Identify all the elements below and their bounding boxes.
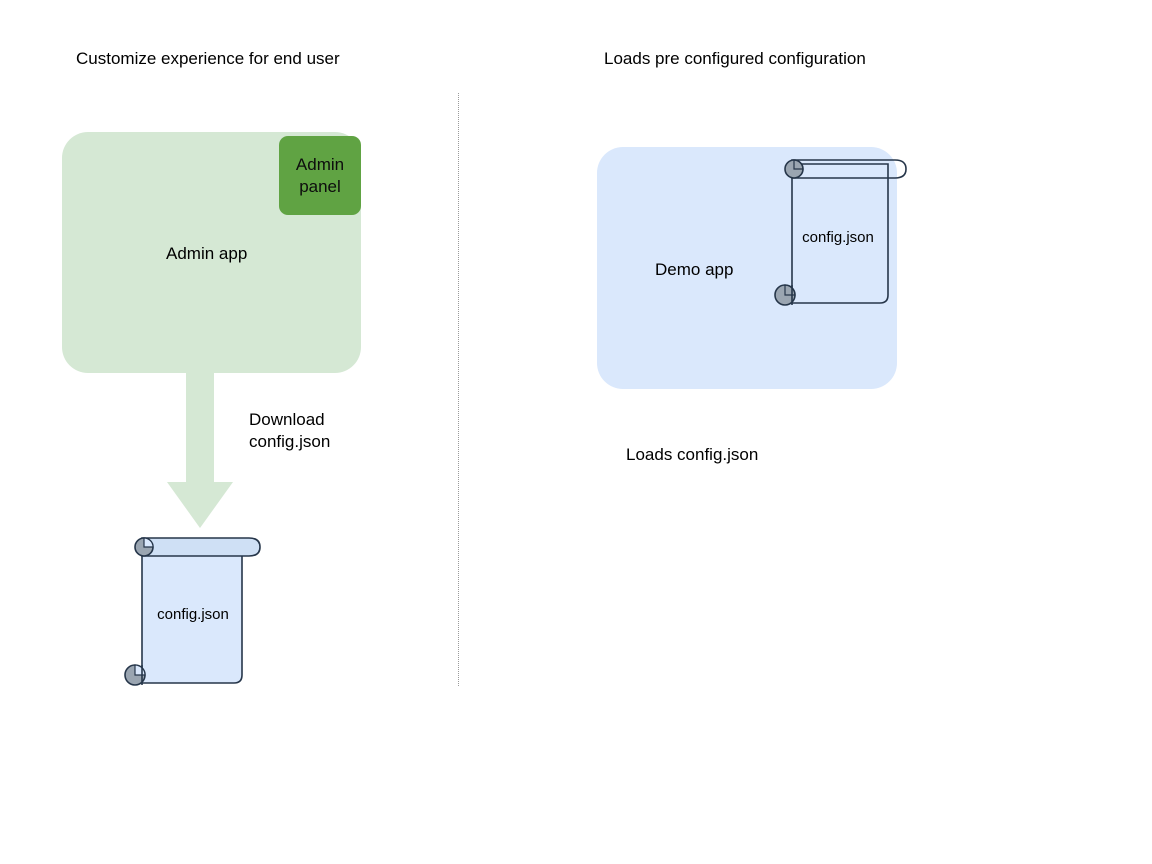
demo-app-container[interactable] bbox=[597, 147, 897, 389]
config-json-label-right: config.json bbox=[802, 229, 874, 246]
loads-config-caption: Loads config.json bbox=[626, 445, 759, 464]
config-json-label-left: config.json bbox=[157, 606, 229, 623]
right-column-title: Loads pre configured configuration bbox=[604, 49, 866, 68]
config-json-document-right[interactable]: config.json bbox=[768, 150, 914, 310]
config-json-document-left[interactable]: config.json bbox=[118, 528, 268, 690]
download-arrow-label: Download config.json bbox=[249, 410, 331, 451]
admin-app-label: Admin app bbox=[166, 244, 248, 263]
admin-panel-chip[interactable]: Admin panel bbox=[279, 136, 361, 215]
download-arrow-icon bbox=[167, 370, 233, 528]
left-column-title: Customize experience for end user bbox=[76, 49, 340, 68]
admin-panel-label: Admin panel bbox=[295, 154, 345, 196]
demo-app-label: Demo app bbox=[655, 260, 734, 279]
column-divider bbox=[458, 93, 459, 686]
